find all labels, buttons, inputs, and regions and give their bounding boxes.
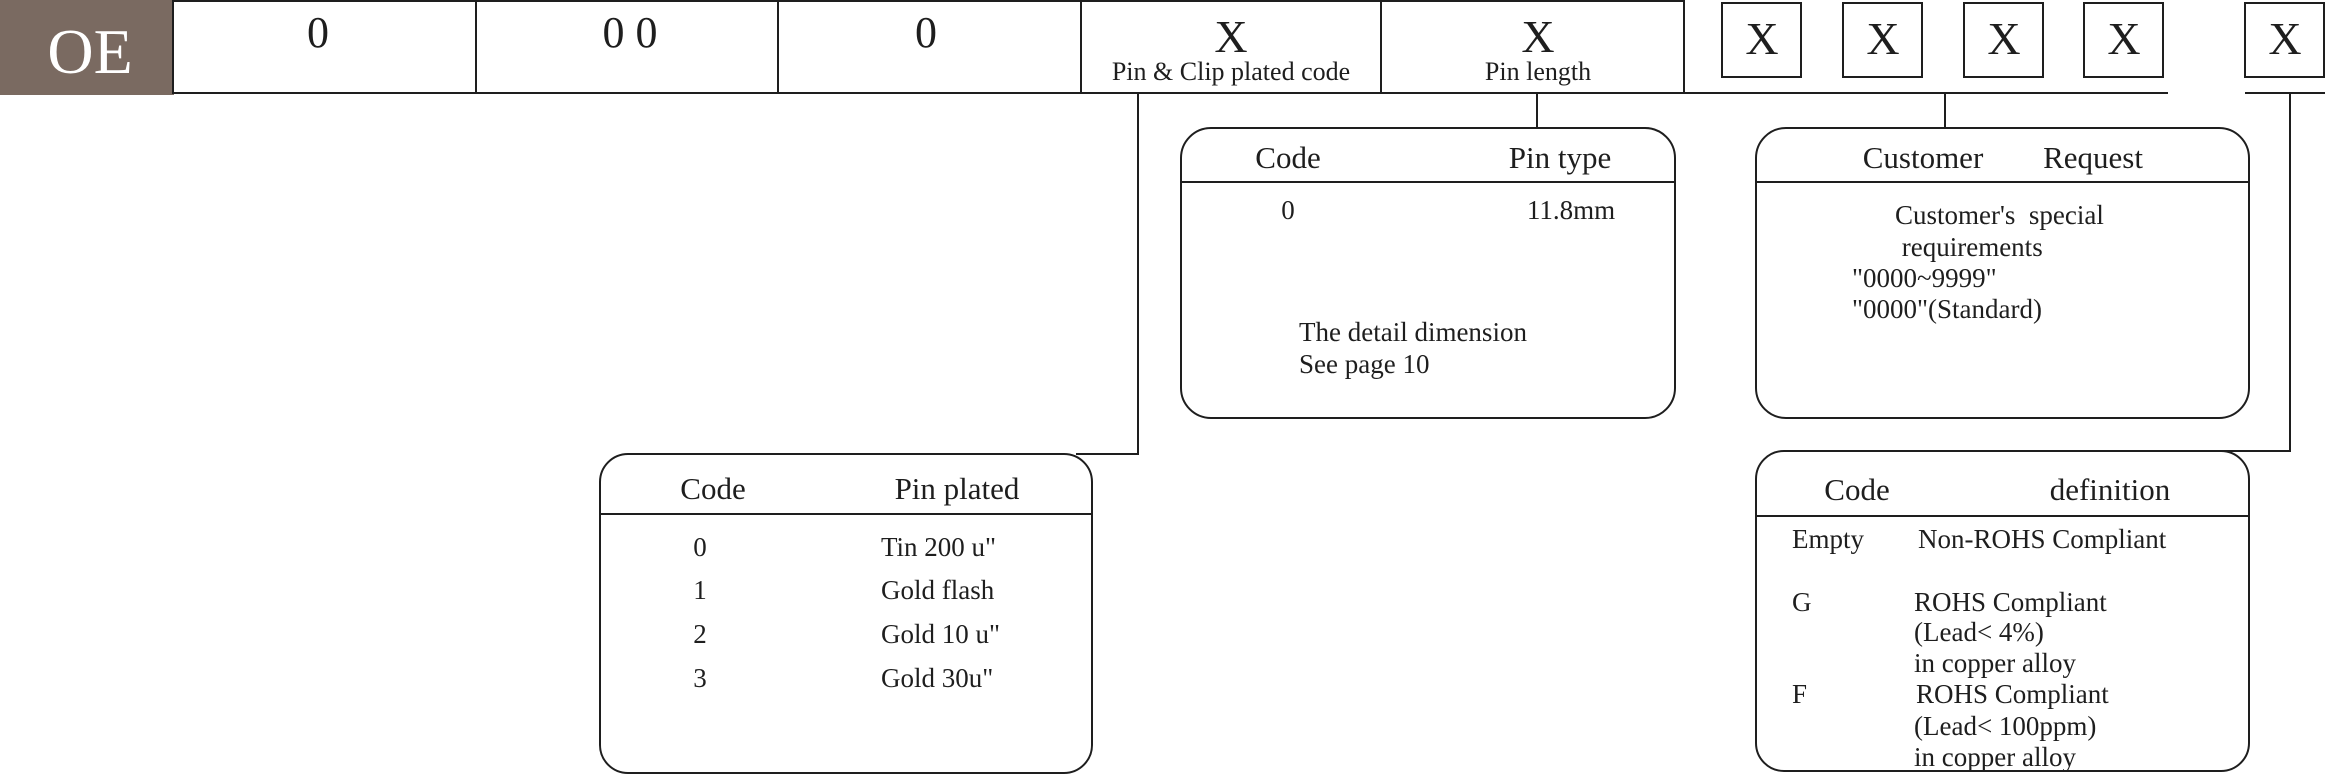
definition-row-line: in copper alloy: [1914, 742, 2076, 772]
definition-row-code: F: [1792, 679, 1807, 709]
pin-type-row-code: 0: [1281, 195, 1295, 225]
pin-type-table: Code Pin type 0 11.8mm The detail dimens…: [1180, 127, 1676, 419]
pin-type-header-code: Code: [1255, 140, 1320, 175]
pin-length-label: Pin length: [1485, 57, 1591, 86]
pin-type-header-type: Pin type: [1509, 140, 1611, 175]
pin-type-row-value: 11.8mm: [1527, 195, 1615, 225]
customer-box-3: [1963, 2, 2044, 78]
pin-plated-row-code: 1: [693, 575, 707, 605]
pin-type-note-1: The detail dimension: [1299, 317, 1527, 347]
field-value-2: 0 0: [603, 8, 658, 57]
pin-type-note-2: See page 10: [1299, 349, 1429, 379]
customer-box-1: [1721, 2, 1802, 78]
rohs-value: X: [2268, 13, 2301, 64]
customer-line-2: requirements: [1895, 232, 2043, 262]
pin-plated-row-value: Gold 10 u": [881, 619, 1000, 649]
customer-line-3: "0000~9999": [1852, 263, 1997, 293]
definition-header-code: Code: [1824, 472, 1889, 507]
customer-line-4: "0000"(Standard): [1852, 294, 2042, 324]
customer-line-1: Customer's special: [1895, 200, 2104, 230]
pin-plated-row-code: 3: [693, 663, 707, 693]
pin-plated-header-plated: Pin plated: [895, 471, 1020, 506]
customer-request-table: Customer Request Customer's special requ…: [1755, 127, 2250, 419]
pin-type-table-frame: [1180, 127, 1676, 419]
definition-row-line: in copper alloy: [1914, 648, 2076, 678]
customer-header-request: Request: [2043, 140, 2143, 175]
definition-row-line: Non-ROHS Compliant: [1918, 524, 2167, 554]
pin-length-value: X: [1521, 11, 1554, 62]
pin-plated-table-frame: [599, 453, 1093, 774]
pin-plated-row-code: 0: [693, 532, 707, 562]
definition-table-frame: [1755, 450, 2250, 772]
pin-plated-row-code: 2: [693, 619, 707, 649]
customer-value-2: X: [1866, 13, 1899, 64]
prefix-label: OE: [47, 16, 132, 87]
customer-box-4: [2083, 2, 2164, 78]
definition-row-code: Empty: [1792, 524, 1864, 554]
customer-value-1: X: [1745, 13, 1778, 64]
definition-header-definition: definition: [2050, 472, 2171, 507]
definition-row-line: (Lead< 100ppm): [1914, 711, 2096, 741]
pin-clip-label: Pin & Clip plated code: [1112, 57, 1350, 86]
field-value-3: 0: [915, 8, 937, 57]
pin-clip-connector: [1076, 94, 1139, 455]
definition-table: Code definition Empty Non-ROHS Compliant…: [1755, 450, 2250, 772]
definition-row-line: (Lead< 4%): [1914, 617, 2044, 647]
pin-plated-header-code: Code: [680, 471, 745, 506]
customer-header-customer: Customer: [1863, 140, 1984, 175]
pin-plated-row-value: Gold flash: [881, 575, 995, 605]
definition-row-line: ROHS Compliant: [1914, 587, 2107, 617]
field-value-1: 0: [307, 8, 329, 57]
definition-row-line: ROHS Compliant: [1916, 679, 2109, 709]
rohs-connector: [2206, 93, 2291, 452]
pin-clip-value: X: [1214, 11, 1247, 62]
pin-plated-row-value: Gold 30u": [881, 663, 993, 693]
customer-table-frame: [1755, 127, 2250, 419]
rohs-box: [2244, 2, 2325, 78]
connector-lines: [1076, 92, 2325, 455]
customer-value-3: X: [1987, 13, 2020, 64]
customer-value-4: X: [2107, 13, 2140, 64]
definition-row-code: G: [1792, 587, 1812, 617]
pin-plated-table: Code Pin plated 0 Tin 200 u" 1 Gold flas…: [599, 453, 1093, 774]
customer-box-2: [1842, 2, 1923, 78]
pin-plated-row-value: Tin 200 u": [881, 532, 996, 562]
